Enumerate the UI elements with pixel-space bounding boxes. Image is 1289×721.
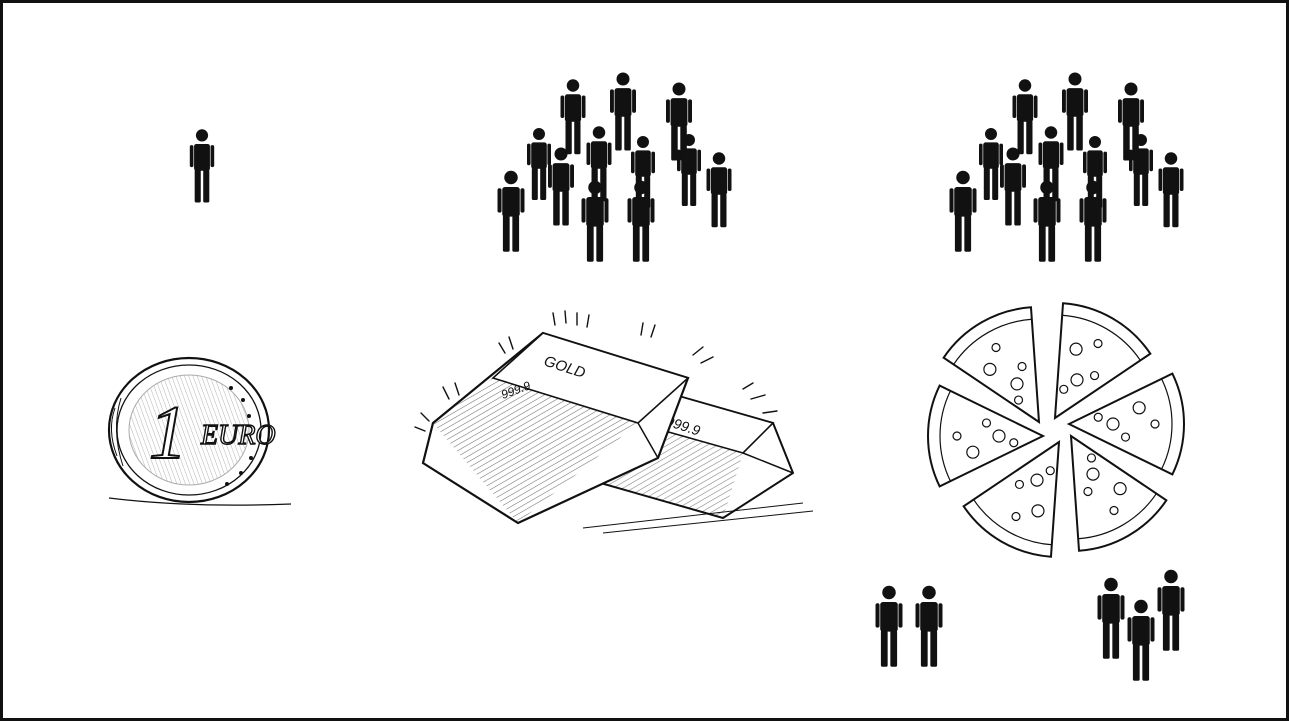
pizza-icon	[915, 281, 1205, 561]
gold-bars: 999.9 GOLD 999.9	[403, 303, 823, 543]
person-icon	[707, 152, 732, 227]
euro-coin-icon: 1 EURO	[101, 358, 301, 518]
crowd-icon	[483, 78, 748, 263]
person-icon	[179, 123, 229, 213]
person-icon	[1159, 152, 1184, 227]
person-icon	[950, 171, 977, 252]
coin-numeral: 1	[149, 391, 187, 475]
crowd-right-group	[935, 78, 1200, 263]
person-icon	[1062, 73, 1088, 151]
persons-pair-icon	[869, 583, 949, 678]
person-icon	[979, 128, 1003, 200]
person-icon	[1000, 148, 1026, 226]
euro-coin: 1 EURO	[101, 358, 301, 518]
pair-group	[869, 583, 949, 678]
person-icon	[628, 181, 655, 262]
crowd-icon	[935, 78, 1200, 263]
crowd-center-group	[483, 78, 748, 263]
person-icon	[1158, 570, 1185, 651]
coin-word: EURO	[200, 420, 276, 451]
person-icon	[610, 73, 636, 151]
person-icon	[498, 171, 525, 252]
single-person-group	[179, 123, 229, 213]
person-icon	[527, 128, 551, 200]
person-icon	[1080, 181, 1107, 262]
person-icon	[916, 586, 943, 667]
person-icon	[1098, 578, 1125, 659]
trio-group	[1089, 575, 1199, 690]
person-icon	[548, 148, 574, 226]
person-icon	[876, 586, 903, 667]
pizza	[915, 281, 1205, 561]
persons-trio-icon	[1089, 575, 1199, 690]
person-icon	[1128, 600, 1155, 681]
person-icon	[561, 79, 586, 154]
gold-bar-icon: 999.9 GOLD 999.9	[403, 303, 823, 543]
person-icon	[1013, 79, 1038, 154]
